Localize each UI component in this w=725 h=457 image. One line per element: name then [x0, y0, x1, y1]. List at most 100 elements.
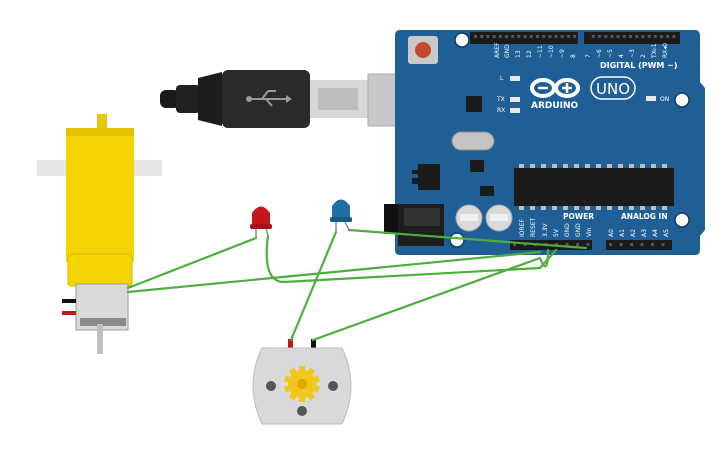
power-pin-hole — [523, 243, 527, 246]
header-pin-hole — [641, 35, 645, 38]
chip-pin — [585, 164, 590, 168]
dc-motor[interactable] — [252, 339, 352, 425]
power-pin-label-1: RESET — [530, 217, 537, 237]
header-pin-hole — [610, 35, 614, 38]
chip-pin — [585, 206, 590, 210]
analog-pin-hole — [640, 243, 644, 246]
gear-icon — [283, 366, 321, 402]
header-pin-hole — [598, 35, 601, 38]
header-pin-hole — [629, 35, 632, 38]
atmega-chip — [514, 168, 674, 206]
wire-red-led-to-gear-motor[interactable] — [126, 236, 258, 290]
digital-pin-label-14: TX▹1 — [651, 43, 658, 59]
analog-pin-label-0: A0 — [608, 229, 615, 237]
header-pin-hole — [635, 35, 639, 38]
gear-tooth — [306, 367, 316, 377]
header-pin-hole — [511, 35, 515, 38]
analog-pin-label-4: A4 — [652, 229, 659, 237]
digital-pin-label-4: ~11 — [537, 45, 544, 58]
brand-label: ARDUINO — [531, 101, 579, 111]
power-jack[interactable] — [384, 204, 444, 246]
chip-pin — [607, 206, 612, 210]
header-pin-hole — [672, 35, 676, 38]
header-pin-hole — [505, 35, 508, 38]
digital-pin-label-0: AREF — [494, 42, 501, 58]
chip-pin — [552, 164, 557, 168]
arduino-logo-icon — [530, 78, 580, 98]
analog-pin-label-5: A5 — [663, 229, 670, 237]
header-pin-hole — [542, 35, 546, 38]
red-led[interactable] — [250, 206, 272, 239]
blue-led[interactable] — [330, 199, 352, 233]
chip-pin — [541, 206, 546, 210]
chip-pin — [662, 164, 667, 168]
header-pin-hole — [567, 35, 570, 38]
chip-pin — [519, 206, 524, 210]
header-pin-hole — [560, 35, 564, 38]
chip-pin — [574, 164, 579, 168]
chip-pin — [662, 206, 667, 210]
power-pin-label-2: 3.3V — [542, 222, 549, 237]
header-pin-hole — [653, 35, 657, 38]
led-rx — [510, 108, 520, 113]
chip-pin — [530, 164, 535, 168]
gear-tooth — [283, 375, 292, 384]
analog-pin-hole — [661, 243, 665, 246]
usb-cable[interactable] — [160, 70, 437, 128]
header-pin-hole — [523, 35, 527, 38]
chip-pin — [530, 206, 535, 210]
voltage-regulator — [418, 164, 440, 190]
header-pin-hole — [604, 35, 608, 38]
wire-gear-motor-to-gnd[interactable] — [126, 250, 542, 294]
gear-tooth — [306, 391, 316, 401]
chip-pin — [651, 164, 656, 168]
header-pin-hole — [498, 35, 502, 38]
header-pin-hole — [573, 35, 577, 38]
header-pin-hole — [616, 35, 620, 38]
digital-header-label: DIGITAL (PWM ~) — [600, 61, 678, 70]
chip-pin — [629, 206, 634, 210]
wire-blue-led-to-vin[interactable] — [347, 228, 588, 250]
power-pin-hole — [555, 243, 558, 246]
analog-pin-hole — [651, 243, 654, 246]
dc-motor-terminal-red — [288, 339, 293, 349]
chip-pin — [629, 164, 634, 168]
wire-blue-led-to-dc-motor[interactable] — [289, 230, 338, 342]
led-on — [646, 96, 656, 101]
digital-pin-label-1: GND — [504, 44, 511, 58]
chip-pin — [640, 164, 645, 168]
gear-motor-terminal-black — [62, 299, 76, 303]
chip-pin — [607, 164, 612, 168]
chip-pin — [574, 206, 579, 210]
digital-pin-label-7: 8 — [570, 54, 577, 58]
power-pin-label-4: GND — [564, 223, 571, 237]
gear-tooth — [299, 366, 305, 372]
crystal-oscillator — [451, 131, 495, 151]
chip-pin — [651, 206, 656, 210]
chip-pin — [640, 206, 645, 210]
header-pin-hole — [474, 35, 477, 38]
chip-pin — [596, 164, 601, 168]
yellow-gear-motor[interactable] — [37, 114, 162, 354]
header-pin-hole — [660, 35, 663, 38]
header-pin-hole — [536, 35, 539, 38]
led-l — [510, 76, 520, 81]
analog-header — [606, 240, 672, 250]
usb-symbol-icon — [246, 90, 292, 107]
header-pin-hole — [486, 35, 490, 38]
chip-pin — [618, 206, 623, 210]
reset-button[interactable] — [408, 36, 438, 64]
header-pin-hole — [480, 35, 484, 38]
power-pin-label-0: IOREF — [519, 219, 526, 237]
digital-pin-label-12: ~3 — [629, 49, 636, 58]
digital-pin-label-10: ~5 — [607, 49, 614, 58]
gear-tooth — [312, 384, 321, 393]
digital-pin-label-5: ~10 — [548, 45, 555, 58]
wire-dc-motor-to-gnd[interactable] — [311, 248, 550, 342]
on-label: ON — [660, 96, 669, 103]
wire-red-led-to-gnd[interactable] — [265, 234, 558, 284]
digital-pin-label-2: 13 — [515, 50, 522, 58]
digital-pin-label-8: 7 — [585, 54, 592, 58]
